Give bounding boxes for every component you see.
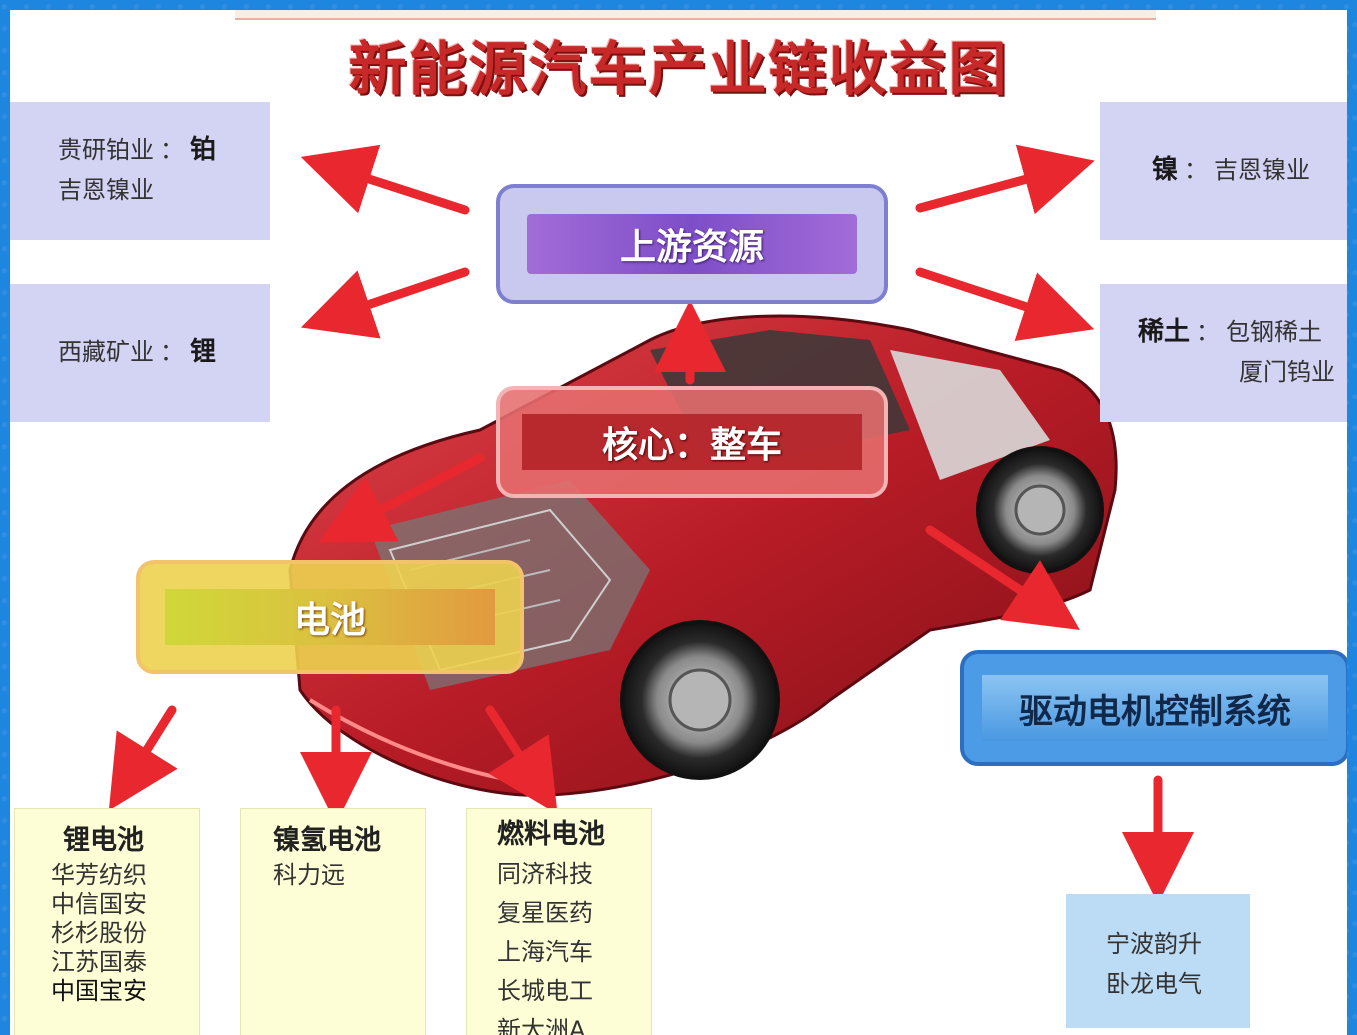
fuel-cell-company: 新大洲A bbox=[497, 1016, 586, 1035]
nickel-box: 镍：吉恩镍业 bbox=[1100, 102, 1347, 240]
fuel-cell-box: 燃料电池 同济科技 复星医药 上海汽车 长城电工 新大洲A bbox=[466, 808, 652, 1035]
lithium-ore-company: 西藏矿业 bbox=[58, 338, 154, 366]
nickel-separator: ： bbox=[1184, 156, 1209, 184]
arrow-to-fuel-cell bbox=[485, 705, 558, 815]
lithium-battery-company: 中国宝安 bbox=[51, 977, 147, 1005]
arrow-to-rare-earth bbox=[915, 267, 1095, 341]
core-vehicle-label: 核心：整车 bbox=[522, 414, 862, 470]
lithium-battery-company: 中信国安 bbox=[51, 890, 147, 918]
drive-motor-hub: 驱动电机控制系统 bbox=[960, 650, 1347, 766]
arrow-to-lithium-ore bbox=[300, 267, 470, 339]
diagram-canvas: 新能源汽车产业链收益图 贵研铂业：铂 吉恩镍业 西藏矿业：锂 镍：吉恩镍业 稀土… bbox=[10, 10, 1347, 1035]
drive-motor-label: 驱动电机控制系统 bbox=[982, 675, 1328, 741]
arrow-core-to-battery bbox=[318, 453, 485, 543]
upstream-resources-hub: 上游资源 bbox=[496, 184, 888, 304]
core-vehicle-hub: 核心：整车 bbox=[496, 386, 888, 498]
top-strip bbox=[235, 10, 1156, 20]
nickel-company: 吉恩镍业 bbox=[1214, 156, 1311, 184]
motor-company: 卧龙电气 bbox=[1106, 970, 1202, 998]
motor-company: 宁波韵升 bbox=[1106, 930, 1202, 958]
rare-earth-company-2: 厦门钨业 bbox=[1239, 358, 1335, 386]
nickel-metal: 镍 bbox=[1152, 155, 1179, 185]
fuel-cell-company: 上海汽车 bbox=[497, 938, 593, 966]
fuel-cell-title: 燃料电池 bbox=[497, 819, 605, 850]
page-title: 新能源汽车产业链收益图 bbox=[348, 35, 1009, 103]
arrow-to-platinum bbox=[300, 144, 470, 215]
arrow-core-to-motor bbox=[925, 525, 1080, 630]
arrow-to-lithium-battery bbox=[108, 705, 178, 811]
arrow-to-nickel bbox=[915, 144, 1095, 215]
battery-label: 电池 bbox=[165, 589, 495, 645]
platinum-company-1: 贵研铂业 bbox=[58, 136, 154, 164]
upstream-resources-label: 上游资源 bbox=[527, 214, 857, 274]
nimh-battery-box: 镍氢电池 科力远 bbox=[240, 808, 426, 1035]
platinum-metal: 铂 bbox=[190, 135, 217, 165]
rare-earth-separator: ： bbox=[1196, 318, 1221, 346]
lithium-ore-box: 西藏矿业：锂 bbox=[10, 284, 270, 422]
platinum-separator: ： bbox=[160, 136, 184, 164]
fuel-cell-company: 同济科技 bbox=[497, 860, 593, 888]
lithium-battery-box: 锂电池 华芳纺织 中信国安 杉杉股份 江苏国泰 中国宝安 bbox=[14, 808, 200, 1035]
motor-companies-box: 宁波韵升 卧龙电气 bbox=[1066, 894, 1250, 1028]
fuel-cell-company: 复星医药 bbox=[497, 899, 593, 927]
lithium-ore-separator: ： bbox=[160, 338, 184, 366]
nimh-battery-title: 镍氢电池 bbox=[273, 825, 381, 856]
rare-earth-box: 稀土：包钢稀土 厦门钨业 bbox=[1100, 284, 1347, 422]
battery-hub: 电池 bbox=[136, 560, 524, 674]
rare-earth-metal: 稀土 bbox=[1138, 317, 1191, 347]
nimh-battery-company: 科力远 bbox=[273, 861, 345, 889]
platinum-box: 贵研铂业：铂 吉恩镍业 bbox=[10, 102, 270, 240]
lithium-battery-title: 锂电池 bbox=[63, 825, 144, 856]
flow-arrows bbox=[108, 144, 1194, 904]
platinum-company-2: 吉恩镍业 bbox=[58, 176, 154, 204]
lithium-battery-company: 华芳纺织 bbox=[51, 861, 147, 889]
lithium-battery-company: 杉杉股份 bbox=[51, 919, 147, 947]
rare-earth-company-1: 包钢稀土 bbox=[1226, 318, 1323, 346]
fuel-cell-company: 长城电工 bbox=[497, 977, 593, 1005]
lithium-ore-metal: 锂 bbox=[190, 337, 217, 367]
lithium-battery-company: 江苏国泰 bbox=[51, 948, 147, 976]
